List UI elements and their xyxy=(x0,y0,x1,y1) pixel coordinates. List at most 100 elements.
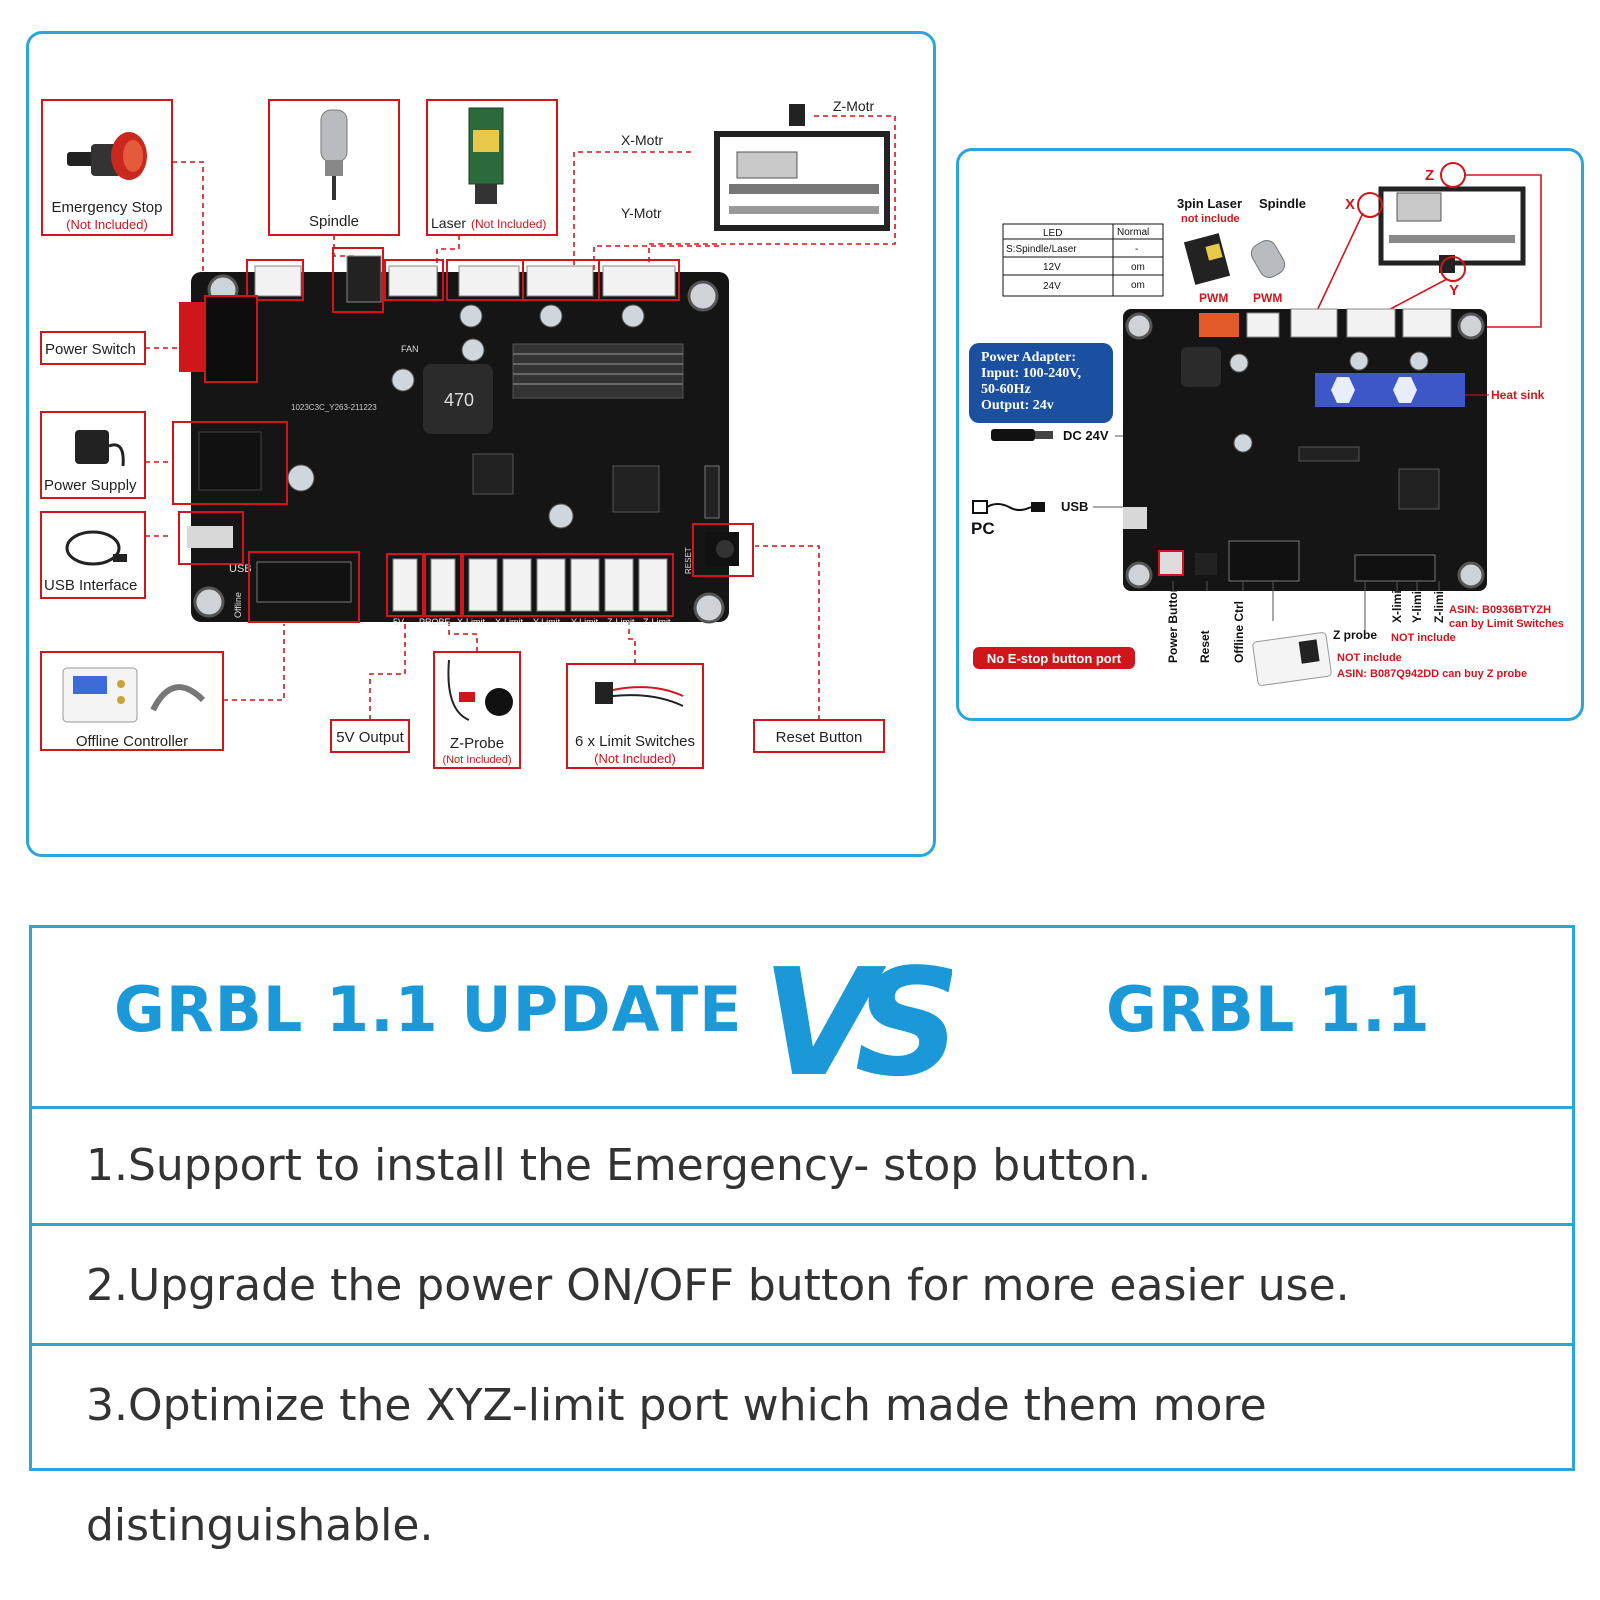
comparison-row: 1.Support to install the Emergency- stop… xyxy=(32,1106,1572,1226)
laser-note: (Not Included) xyxy=(471,217,546,231)
power-adapter-box xyxy=(969,343,1113,423)
port-label-y-limit-2: Y-Limit xyxy=(571,617,599,627)
offline-controller-label: Offline Controller xyxy=(76,733,188,750)
power-adapter-line-4: Output: 24v xyxy=(981,398,1054,413)
y-motor-label: Y-Motr xyxy=(621,205,662,221)
emergency-stop-label: Emergency Stop xyxy=(52,199,163,216)
port-label-y-limit-1: Y-Limit xyxy=(533,617,561,627)
laser-module-icon xyxy=(468,107,504,204)
limit-switch-icon xyxy=(595,682,684,707)
axis-x-label: X xyxy=(1345,196,1355,213)
led-row-3-name: 24V xyxy=(1043,281,1061,292)
power-supply-box xyxy=(40,411,146,499)
y-limit-label: Y-limit xyxy=(1410,587,1424,623)
power-supply-icon xyxy=(75,430,125,467)
x-limit-label: X-limit xyxy=(1390,586,1404,623)
no-estop-badge xyxy=(973,647,1135,669)
asin-probe-label: ASIN: B087Q942DD can buy Z probe xyxy=(1337,668,1527,680)
limit-switches-label: 6 x Limit Switches xyxy=(575,733,695,750)
led-table: LED Normal S:Spindle/Laser - 12V om 24V … xyxy=(1002,223,1164,297)
spindle-label-right: Spindle xyxy=(1259,196,1306,211)
emergency-stop-icon xyxy=(67,132,147,180)
updated-board-panel: Emergency Stop (Not Included) Spindle La… xyxy=(26,31,936,857)
emergency-stop-box xyxy=(41,99,173,236)
pc-label: PC xyxy=(971,519,995,538)
pcb-offline-text: Offline xyxy=(233,592,243,618)
normal-header: Normal xyxy=(1117,227,1149,238)
cnc-machine-icon xyxy=(714,104,890,231)
power-adapter-line-3: 50-60Hz xyxy=(981,382,1031,397)
axis-y-label: Y xyxy=(1449,282,1459,299)
x-motor-label: X-Motr xyxy=(621,132,663,148)
z-probe-note: (Not Included) xyxy=(442,754,511,766)
reset-button-label: Reset Button xyxy=(776,729,863,746)
inductor-text: 470 xyxy=(444,390,474,410)
offline-ctrl-label: Offline Ctrl xyxy=(1232,601,1246,663)
offline-controller-icon-right xyxy=(1252,632,1332,686)
pwm-label-2: PWM xyxy=(1253,291,1282,305)
offline-controller-icon xyxy=(62,667,206,723)
comparison-table: GRBL 1.1 UPDATE VS GRBL 1.1 1.Support to… xyxy=(29,925,1575,1551)
comparison-header: GRBL 1.1 UPDATE VS GRBL 1.1 xyxy=(32,928,1572,1109)
led-row-1-value: - xyxy=(1135,244,1138,255)
pcb-usb-text: USB xyxy=(229,563,252,575)
port-label-z-limit-2: Z-Limit xyxy=(643,617,671,627)
laser-not-include-label: not include xyxy=(1181,213,1240,225)
fan-text: FAN xyxy=(401,344,419,354)
update-title: GRBL 1.1 UPDATE xyxy=(114,973,743,1046)
dc-plug-icon xyxy=(991,429,1053,441)
spindle-icon-right xyxy=(1250,240,1286,278)
power-adapter-line-1: Power Adapter: xyxy=(981,350,1076,365)
limit-switches-note: (Not Included) xyxy=(594,751,676,766)
led-header: LED xyxy=(1043,228,1062,239)
led-row-1-name: S:Spindle/Laser xyxy=(1006,244,1077,255)
led-row-3-value: om xyxy=(1131,280,1145,291)
z-probe-icon xyxy=(447,659,513,721)
comparison-row: 3.Optimize the XYZ-limit port which made… xyxy=(86,1380,1267,1551)
usb-interface-label: USB Interface xyxy=(44,577,137,594)
asin-limit-label: ASIN: B0936BTYZH xyxy=(1449,604,1551,616)
z-probe-label-right: Z probe xyxy=(1333,628,1377,642)
usb-cable-icon xyxy=(65,530,127,566)
comparison-row: 2.Upgrade the power ON/OFF button for mo… xyxy=(32,1226,1572,1346)
pwm-label-1: PWM xyxy=(1199,291,1228,305)
pcb-reset-text: RESET xyxy=(684,547,693,574)
original-pcb-board xyxy=(1123,308,1487,591)
three-pin-laser-label: 3pin Laser xyxy=(1177,196,1242,211)
port-label-z-limit-1: Z-Limit xyxy=(607,617,635,627)
port-label-x-limit-1: X-Limit xyxy=(457,617,486,627)
vs-logo: VS xyxy=(762,946,952,1096)
laser-module-icon-right xyxy=(1183,233,1231,285)
updated-pcb-board: USB 470 1023C3C_Y263-211223 FAN Offline xyxy=(172,247,754,627)
cnc-machine-icon-right xyxy=(1357,162,1526,282)
axis-z-label: Z xyxy=(1425,167,1434,184)
laser-box xyxy=(426,99,558,236)
updated-board-diagram: Emergency Stop (Not Included) Spindle La… xyxy=(40,98,896,769)
no-estop-label: No E-stop button port xyxy=(987,651,1122,666)
laser-label: Laser xyxy=(431,215,466,231)
original-title: GRBL 1.1 xyxy=(1106,973,1431,1046)
port-label-5v: 5V xyxy=(393,617,404,627)
vs-text: VS xyxy=(762,946,952,1096)
port-label-x-limit-2: X-Limit xyxy=(495,617,524,627)
port-label-probe: PROBE xyxy=(419,617,451,627)
power-supply-label: Power Supply xyxy=(44,477,137,494)
asin-limit-note: can by Limit Switches xyxy=(1449,618,1564,630)
usb-interface-box xyxy=(40,511,146,599)
power-switch-label: Power Switch xyxy=(45,341,136,358)
reset-label-right: Reset xyxy=(1198,630,1212,663)
spindle-label: Spindle xyxy=(309,213,359,230)
board-serial-text: 1023C3C_Y263-211223 xyxy=(291,403,377,412)
limit-not-include-label: NOT include xyxy=(1391,632,1456,644)
power-button-label: Power Button xyxy=(1166,585,1180,663)
spindle-icon xyxy=(320,109,348,200)
probe-not-include-label: NOT include xyxy=(1337,652,1402,664)
z-limit-label: Z-limit xyxy=(1432,587,1446,623)
heat-sink-label: Heat sink xyxy=(1491,388,1545,402)
power-adapter-line-2: Input: 100-240V, xyxy=(981,366,1081,381)
emergency-stop-note: (Not Included) xyxy=(66,217,148,232)
led-row-2-value: om xyxy=(1131,262,1145,273)
usb-label-right: USB xyxy=(1061,499,1088,514)
original-board-diagram: LED Normal S:Spindle/Laser - 12V om 24V … xyxy=(969,162,1564,686)
usb-cable-icon-right xyxy=(972,500,1045,514)
